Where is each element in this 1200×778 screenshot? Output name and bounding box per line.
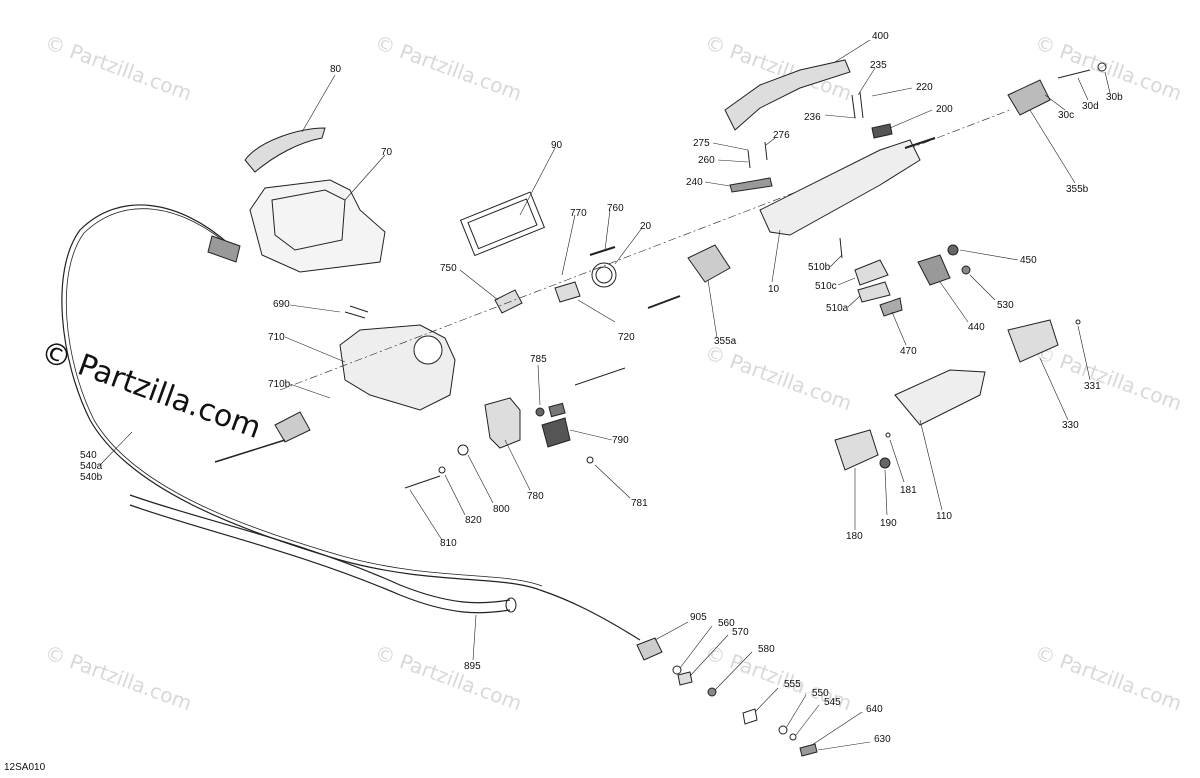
part-label: 90 [551,140,563,151]
part-label: 190 [880,518,897,529]
part-label: 710 [268,332,285,343]
part-label: 770 [570,208,587,219]
part-label: 790 [612,435,629,446]
part-label: 720 [618,332,635,343]
part-label: 781 [631,498,648,509]
part-label: 331 [1084,381,1101,392]
part-label: 200 [936,104,953,115]
part-label: 820 [465,515,482,526]
part-label: 180 [846,531,863,542]
part-label: 510c [815,281,837,292]
part-label: 560 [718,618,735,629]
part-label: 780 [527,491,544,502]
part-label: 540a [80,461,103,472]
part-label: 181 [900,485,917,496]
part-label: 355a [714,336,737,347]
part-label: 545 [824,697,841,708]
part-label: 330 [1062,420,1079,431]
part-label: 800 [493,504,510,515]
part-label: 110 [936,511,952,522]
part-label: 260 [698,155,715,166]
part-label: 235 [870,60,887,71]
part-label: 640 [866,704,883,715]
part-label: 80 [330,64,342,75]
part-label: 30d [1082,101,1099,112]
part-label: 540 [80,450,97,461]
part-label: 470 [900,346,917,357]
part-label: 710b [268,379,291,390]
part-label: 750 [440,263,457,274]
part-label: 275 [693,138,710,149]
part-label: 760 [607,203,624,214]
part-label: 30c [1058,110,1075,121]
part-label: 450 [1020,255,1037,266]
part-label: 400 [872,31,889,42]
part-label: 70 [381,147,393,158]
part-label: 276 [773,130,790,141]
part-label: 510a [826,303,849,314]
part-label: 220 [916,82,933,93]
part-label: 630 [874,734,891,745]
part-label: 550 [812,688,829,699]
part-label: 355b [1066,184,1089,195]
part-label: 570 [732,627,749,638]
part-label: 530 [997,300,1014,311]
part-label: 236 [804,112,821,123]
diagram-code: 12SA010 [4,762,46,773]
part-label: 440 [968,322,985,333]
part-label: 690 [273,299,290,310]
part-label: 510b [808,262,831,273]
part-label: 580 [758,644,775,655]
part-label: 240 [686,177,703,188]
part-label: 10 [768,284,780,295]
part-label: 895 [464,661,481,672]
part-label: 540b [80,472,103,483]
part-label: 905 [690,612,707,623]
part-label: 810 [440,538,457,549]
part-label: 20 [640,221,652,232]
part-label: 30b [1106,92,1123,103]
part-label: 555 [784,679,801,690]
part-label: 785 [530,354,547,365]
